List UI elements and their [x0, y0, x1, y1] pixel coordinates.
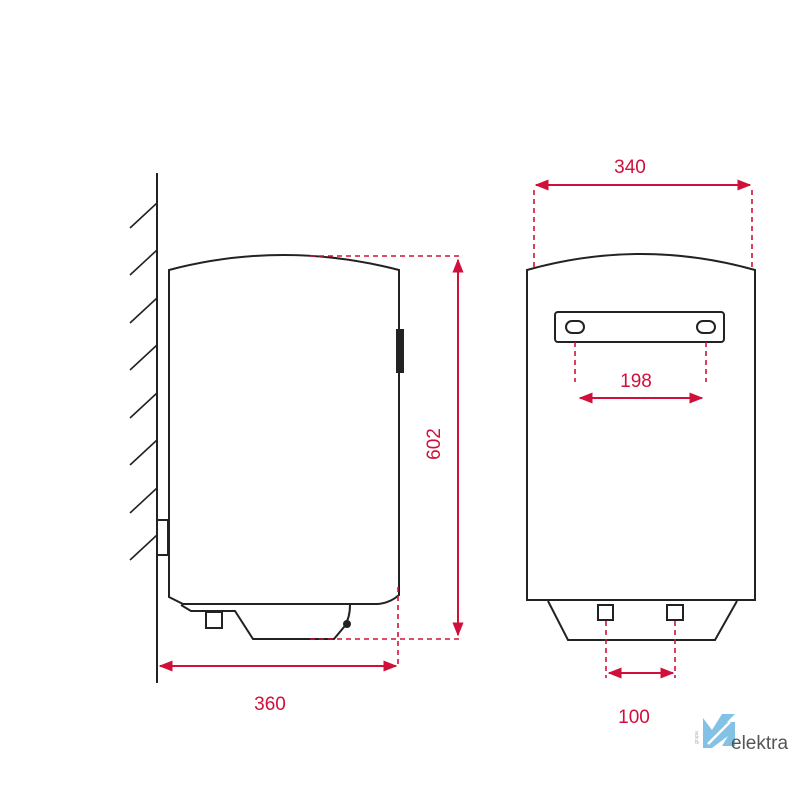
front-tank-body [526, 253, 756, 601]
logo-text: elektra [731, 733, 788, 754]
depth-label: 360 [254, 694, 286, 715]
bracket-spacing-label: 198 [620, 371, 652, 392]
pipe-left [597, 604, 614, 621]
elektra-logo: elektra grupa [694, 714, 788, 754]
mounting-bracket [554, 311, 725, 343]
side-dimensions [158, 255, 464, 672]
side-view [129, 173, 404, 683]
side-tank-body [168, 254, 400, 605]
front-bottom-cover [547, 600, 738, 641]
pipe-right [666, 604, 684, 621]
front-view [526, 253, 756, 641]
side-pipe [205, 611, 223, 629]
logo-subtext: grupa [694, 731, 700, 744]
wall-hatching [129, 202, 158, 561]
bracket-slot-right [696, 320, 716, 334]
height-label: 602 [424, 428, 445, 460]
indicator-dot [343, 620, 351, 628]
wall-bracket [156, 519, 169, 556]
pipe-spacing-label: 100 [618, 707, 650, 728]
front-dimensions [533, 179, 753, 679]
bracket-slot-left [565, 320, 585, 334]
width-label: 340 [614, 157, 646, 178]
control-knob [396, 329, 404, 373]
